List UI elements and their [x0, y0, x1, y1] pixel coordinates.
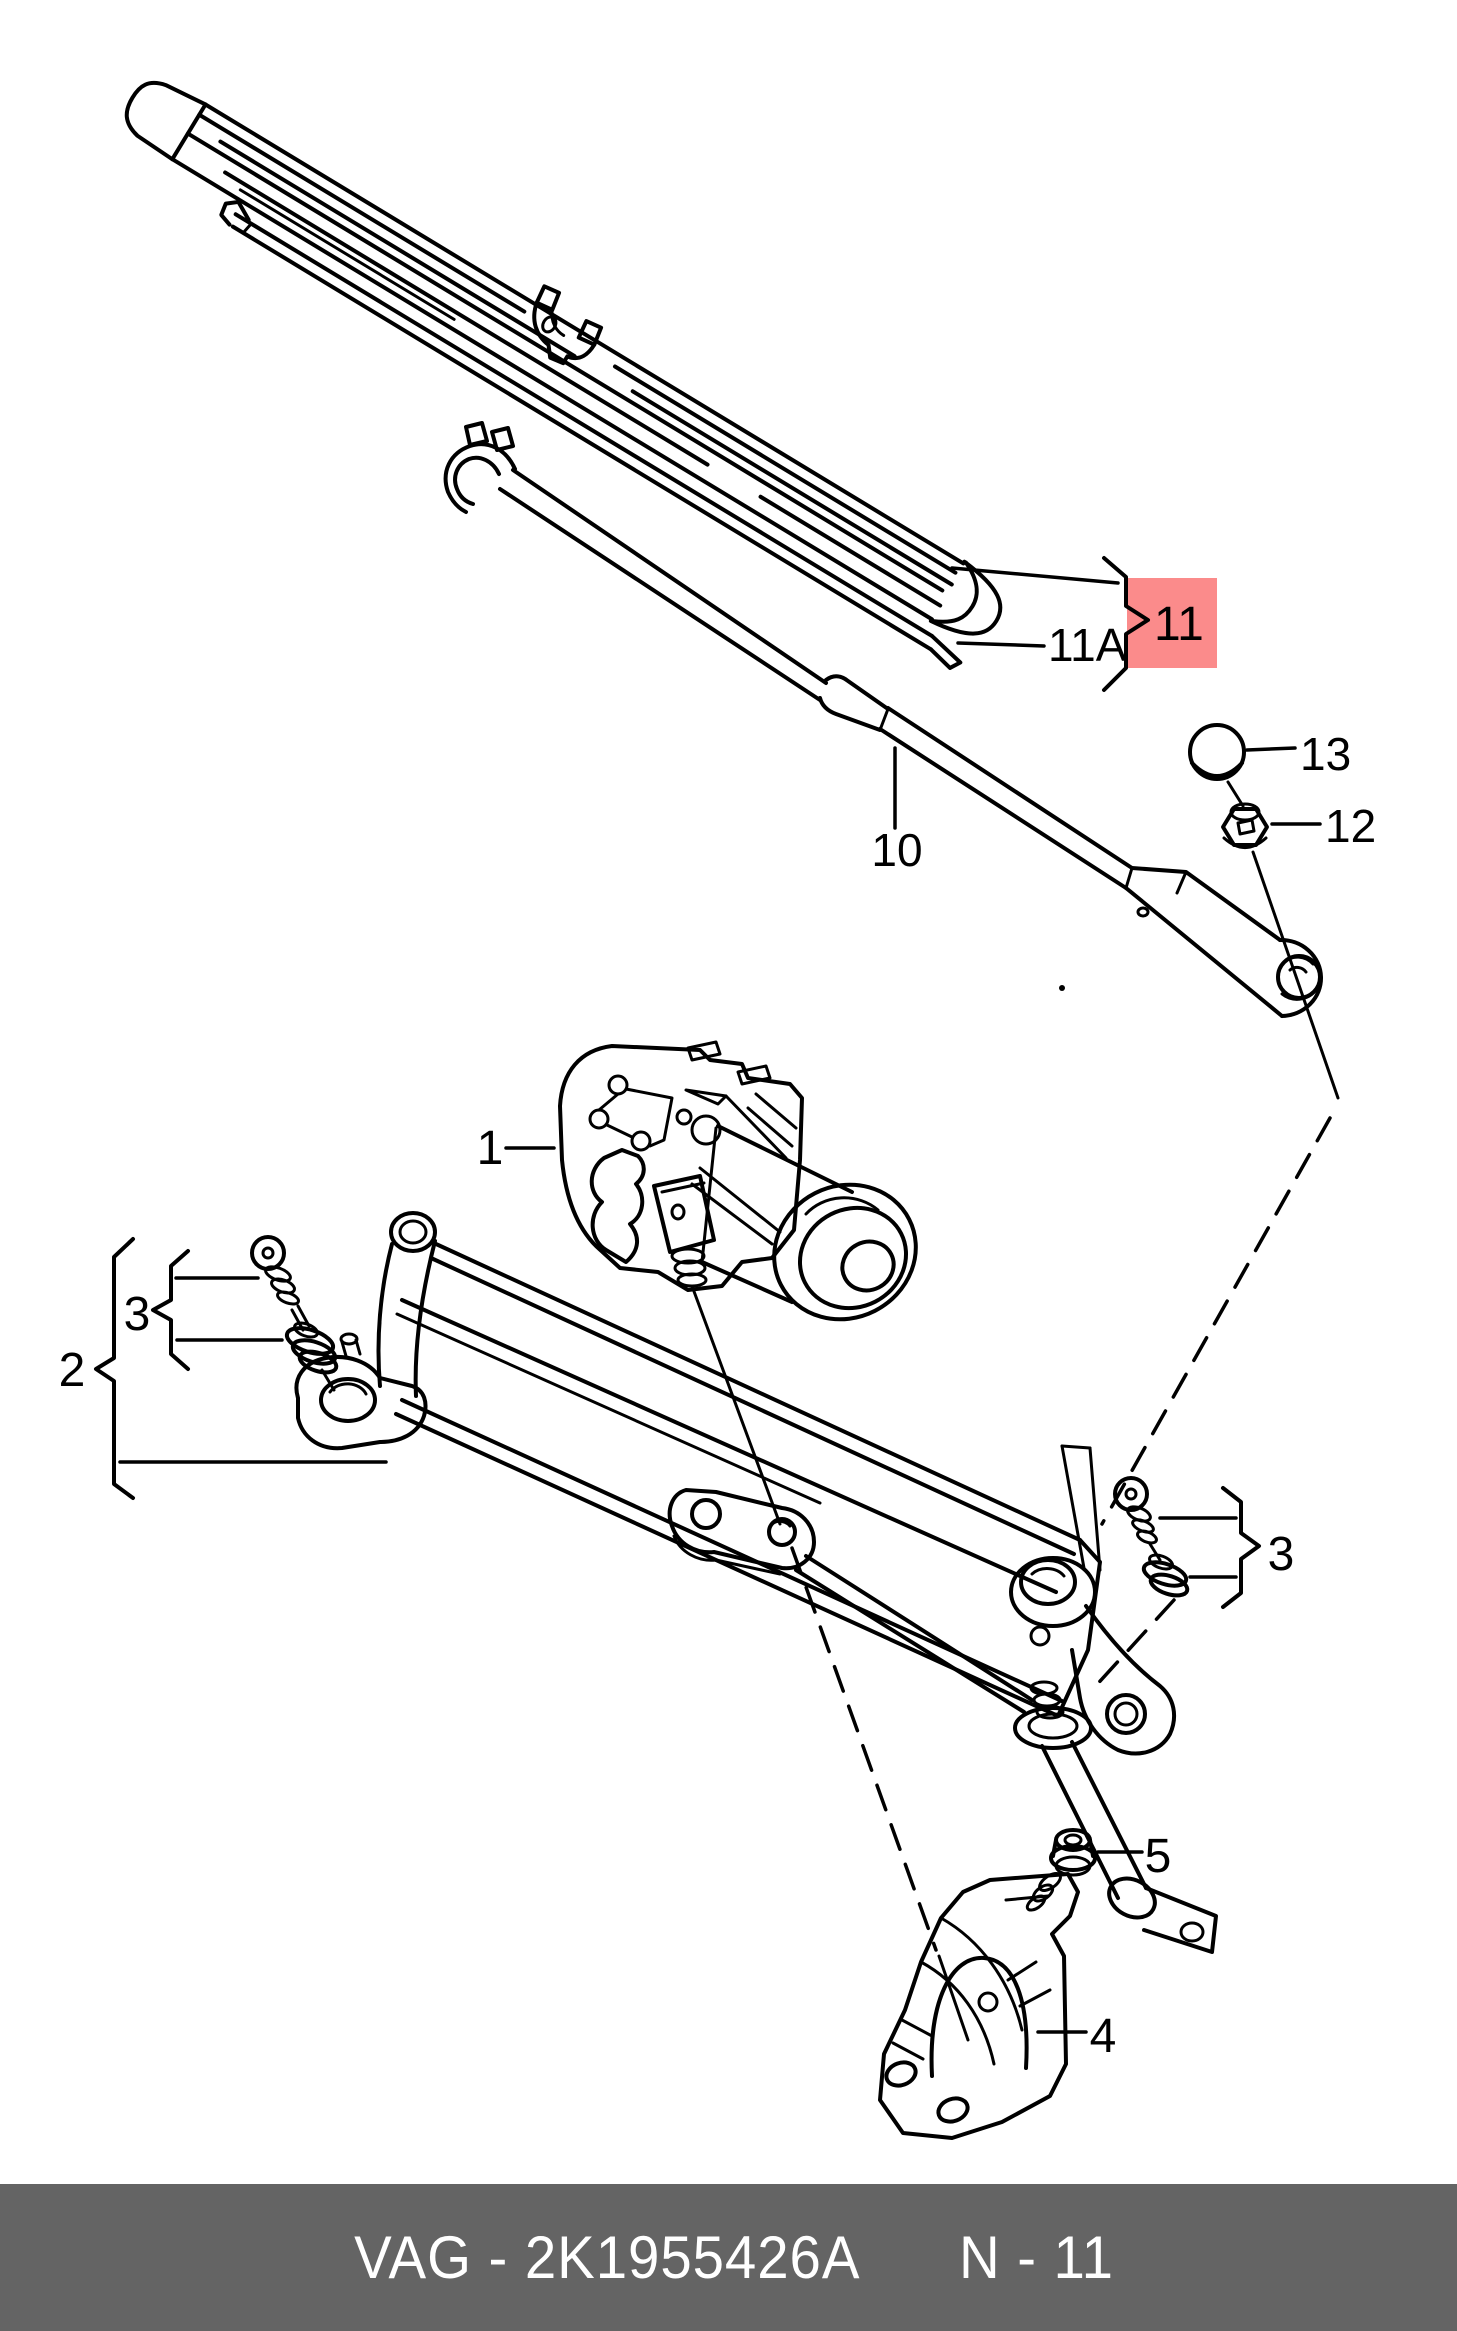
exploded-parts-drawing: 11 11A 13 12 10 1 2 3 3 5 4 — [59, 80, 1376, 2140]
bracket-drawing — [878, 1872, 1080, 2140]
callout-arm-cap[interactable]: 13 — [1300, 728, 1351, 780]
callout-bracket-nut[interactable]: 5 — [1145, 1830, 1172, 1883]
motor-drawing — [558, 1040, 918, 1322]
fastener-left-drawing — [250, 1235, 339, 1392]
callout-fastener-right[interactable]: 3 — [1268, 1528, 1295, 1581]
motor-to-bracket-dashed-line — [790, 1546, 938, 1952]
bracket-axis-line — [937, 1954, 970, 2042]
part-number: VAG - 2K1955426A — [353, 2224, 861, 2291]
arm-cap-drawing — [1188, 723, 1246, 808]
blade-clip — [532, 284, 604, 366]
leader-cap — [1245, 746, 1297, 752]
callout-wiper-arm[interactable]: 10 — [871, 824, 922, 876]
brace-3-left — [151, 1249, 190, 1371]
arm-axis-line — [1251, 850, 1340, 1100]
footer-bar: VAG - 2K1955426A N - 11 — [0, 2184, 1457, 2331]
linkage-frame-drawing — [294, 1211, 1102, 1718]
blade-refill-drawing — [219, 199, 963, 670]
brace-2 — [94, 1237, 135, 1500]
callout-motor[interactable]: 1 — [477, 1122, 504, 1175]
callout-fastener-left[interactable]: 3 — [124, 1288, 151, 1341]
page-number: N - 11 — [959, 2224, 1115, 2291]
callout-blade-refill[interactable]: 11A — [1048, 619, 1127, 671]
brace-3-right — [1221, 1486, 1261, 1609]
arm-to-pivot-dashed-line — [1100, 1116, 1332, 1526]
fastener-right-drawing — [1090, 1476, 1190, 1692]
bracket-nut-drawing — [1025, 1828, 1097, 1912]
wiper-arm-drawing — [443, 421, 1323, 1018]
arm-nut-drawing — [1221, 802, 1269, 849]
callout-bracket[interactable]: 4 — [1090, 2010, 1117, 2063]
callout-layer: 11 11A 13 12 10 1 2 3 3 5 4 — [59, 556, 1376, 2063]
callout-blade-assembly[interactable]: 11 — [1154, 598, 1204, 651]
callout-linkage-frame[interactable]: 2 — [59, 1344, 86, 1397]
wiper-blade-drawing — [124, 80, 1003, 636]
leader-blade — [950, 566, 1120, 585]
leader-refill — [956, 641, 1046, 648]
callout-arm-nut[interactable]: 12 — [1325, 800, 1376, 852]
right-pivot-drawing — [1009, 1556, 1218, 1954]
brace-11 — [1102, 556, 1150, 692]
motor-crank-line — [690, 1284, 782, 1526]
